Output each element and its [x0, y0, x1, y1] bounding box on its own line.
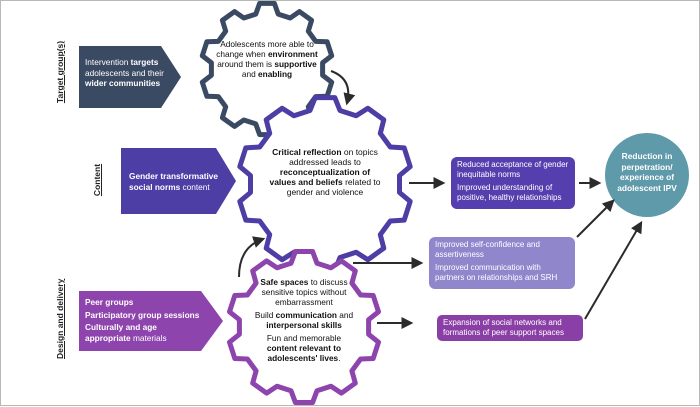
arrow-box3-to-impact: [584, 220, 643, 320]
arrow-box2-to-impact: [576, 199, 615, 238]
label-design-delivery: Design and delivery: [55, 278, 65, 359]
arrow-design-to-content: [238, 236, 266, 278]
content-gear-text: Critical reflection on topics addressed …: [269, 147, 381, 197]
content-pentagon: [121, 148, 236, 214]
design-gear: [227, 249, 381, 405]
design-pentagon-text: Peer groups Participatory group sessions…: [85, 297, 200, 343]
outcome-box-3: [437, 315, 583, 341]
design-pentagon: [79, 291, 223, 351]
outcome-box-1-text: Reduced acceptance of gender inequitable…: [457, 160, 569, 202]
impact-circle: [605, 133, 689, 217]
design-gear-text: Safe spaces to discuss sensitive topics …: [254, 277, 354, 363]
content-pentagon-text: Gender transformative social norms conte…: [129, 171, 218, 192]
outcome-box-1: [451, 157, 575, 209]
label-target-group: Target group(s): [55, 40, 65, 104]
target-pentagon: [79, 46, 181, 108]
target-pentagon-text: Intervention targets adolescents and the…: [85, 57, 164, 88]
outcome-box-2-text: Improved self-confidence and assertivene…: [435, 240, 558, 282]
outcome-box-3-text: Expansion of social networks and formati…: [443, 318, 564, 337]
impact-text: Reduction in perpetration/ experience of…: [617, 151, 677, 193]
target-gear-text: Adolescents more able to change when env…: [216, 39, 318, 79]
arrow-target-to-content: [330, 70, 356, 106]
label-content: Content: [92, 163, 102, 197]
outcome-box-2: [429, 237, 575, 289]
